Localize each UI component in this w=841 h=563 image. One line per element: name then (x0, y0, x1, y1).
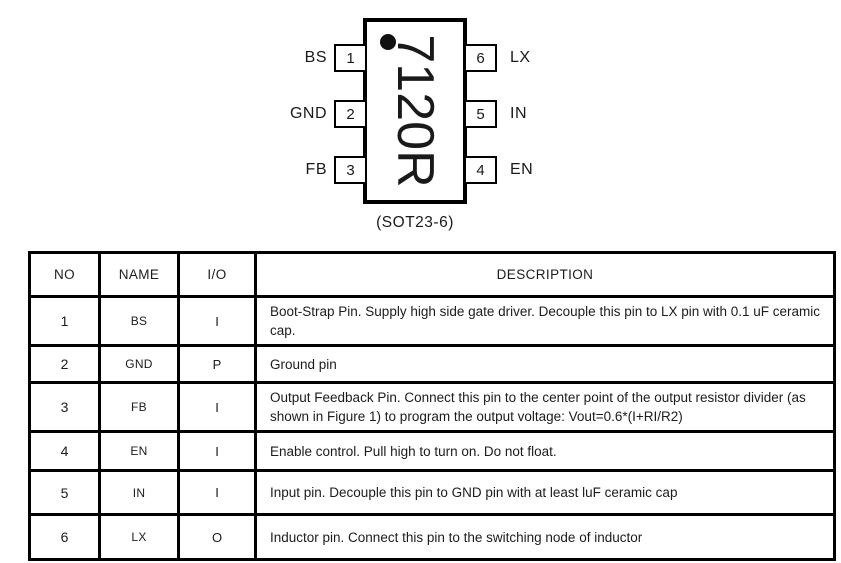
cell-pin-no: 5 (28, 469, 101, 516)
pin-label-lx: LX (510, 49, 531, 66)
pin-label-bs: BS (304, 49, 327, 66)
cell-pin-description: Ground pin (254, 344, 836, 384)
pin-box-5: 5 (464, 100, 497, 128)
pin-box-2: 2 (334, 100, 367, 128)
pin-label-en: EN (510, 161, 534, 178)
cell-pin-description: Output Feedback Pin. Connect this pin to… (254, 381, 836, 433)
table-header-row: NO NAME I/O DESCRIPTION (28, 251, 836, 298)
table-row: 4 EN I Enable control. Pull high to turn… (28, 430, 836, 472)
col-header-description: DESCRIPTION (254, 251, 836, 298)
pin-label-fb: FB (305, 161, 327, 178)
pin-box-1: 1 (334, 44, 367, 72)
cell-pin-io: O (177, 513, 257, 561)
table-row: 3 FB I Output Feedback Pin. Connect this… (28, 381, 836, 433)
cell-pin-name: LX (98, 513, 180, 561)
table-row: 2 GND P Ground pin (28, 344, 836, 384)
cell-pin-description: Boot-Strap Pin. Supply high side gate dr… (254, 295, 836, 347)
col-header-no: NO (28, 251, 101, 298)
package-caption: (SOT23-6) (376, 214, 454, 231)
pin1-marker-dot (380, 34, 396, 50)
cell-pin-io: I (177, 381, 257, 433)
cell-pin-name: EN (98, 430, 180, 472)
cell-pin-description: Inductor pin. Connect this pin to the sw… (254, 513, 836, 561)
table-row: 5 IN I Input pin. Decouple this pin to G… (28, 469, 836, 516)
cell-pin-no: 3 (28, 381, 101, 433)
cell-pin-name: FB (98, 381, 180, 433)
col-header-io: I/O (177, 251, 257, 298)
cell-pin-description: Input pin. Decouple this pin to GND pin … (254, 469, 836, 516)
col-header-name: NAME (98, 251, 180, 298)
chip-part-number: 7120R (386, 34, 444, 188)
pin-label-in: IN (510, 105, 527, 122)
cell-pin-no: 2 (28, 344, 101, 384)
cell-pin-name: IN (98, 469, 180, 516)
pin-box-6: 6 (464, 44, 497, 72)
pin-label-gnd: GND (289, 105, 327, 122)
cell-pin-no: 4 (28, 430, 101, 472)
cell-pin-no: 6 (28, 513, 101, 561)
cell-pin-io: I (177, 295, 257, 347)
pin-box-3: 3 (334, 156, 367, 184)
cell-pin-name: GND (98, 344, 180, 384)
pin-box-4: 4 (464, 156, 497, 184)
cell-pin-io: I (177, 469, 257, 516)
cell-pin-name: BS (98, 295, 180, 347)
table-row: 1 BS I Boot-Strap Pin. Supply high side … (28, 295, 836, 347)
table-row: 6 LX O Inductor pin. Connect this pin to… (28, 513, 836, 561)
cell-pin-no: 1 (28, 295, 101, 347)
cell-pin-description: Enable control. Pull high to turn on. Do… (254, 430, 836, 472)
cell-pin-io: P (177, 344, 257, 384)
cell-pin-io: I (177, 430, 257, 472)
chip-body: 7120R (363, 18, 467, 204)
pin-description-table: NO NAME I/O DESCRIPTION 1 BS I Boot-Stra… (28, 251, 836, 561)
